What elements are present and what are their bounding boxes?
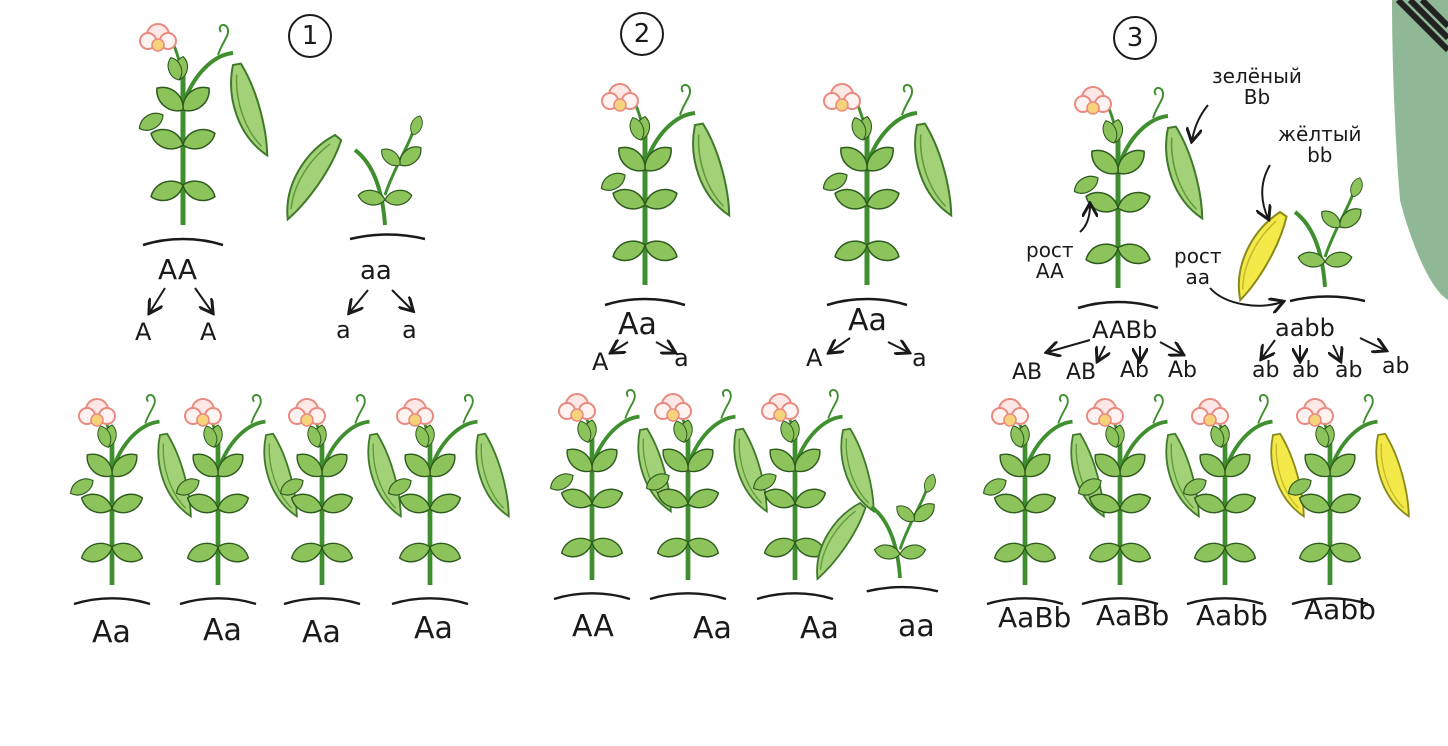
- panel2-number: 2: [620, 12, 664, 56]
- panel2-offspring-genotype-4: aa: [898, 609, 935, 644]
- panel1-offspring-plants: [67, 395, 512, 604]
- panel3-parent-right-gamete-3: ab: [1335, 358, 1363, 383]
- panel1-parent-left-gamete-1: A: [135, 318, 152, 346]
- panel3-parent-aabb-plant: [1219, 176, 1365, 301]
- panel3-parent-left-gamete-1: AB: [1012, 360, 1043, 385]
- panel3-offspring-genotype-1: AaBb: [998, 601, 1072, 634]
- panel2-offspring-genotype-1: AA: [572, 609, 614, 644]
- panel2-parent-left-genotype: Aa: [618, 307, 657, 342]
- panel1-parent-left-genotype: AA: [158, 253, 198, 286]
- panel1-offspring-genotype-4: Aa: [414, 611, 453, 646]
- panel1-offspring-genotype-2: Aa: [203, 613, 242, 648]
- panel1-parent-aa-plant: [267, 114, 425, 239]
- panel2-parent-left-gamete-2: a: [674, 344, 689, 372]
- panel1-offspring-genotype-3: Aa: [302, 615, 341, 650]
- panel2-parent-left-gamete-1: A: [592, 348, 609, 376]
- panel2-parent-plant-right: [820, 84, 955, 305]
- panel3-parent-left-gamete-3: Ab: [1120, 358, 1150, 383]
- panel3-parent-left-gamete-4: Ab: [1168, 358, 1198, 383]
- panel3-parent-right-gamete-2: ab: [1292, 358, 1320, 383]
- panel3-offspring-genotype-3: Aabb: [1196, 599, 1268, 632]
- panel2-parent-right-gamete-1: A: [806, 344, 823, 372]
- panel3-label-growth-short: рост aa: [1174, 244, 1222, 289]
- panel1-parent-right-gamete-2: a: [402, 316, 417, 344]
- panel1-parent-AA-plant: [136, 24, 271, 245]
- panel2-parent-right-gamete-2: a: [912, 344, 927, 372]
- panel2-gamete-arrows: [612, 337, 908, 352]
- panel3-offspring-plants: [980, 395, 1412, 604]
- panel3-parent-left-gamete-2: AB: [1066, 360, 1097, 385]
- panel3-label-growth-tall: рост AA: [1026, 238, 1074, 283]
- panel3-label-green: зелёный Bb: [1212, 64, 1302, 109]
- panel1-parent-right-gamete-1: a: [336, 316, 351, 344]
- panel1-parent-left-gamete-2: A: [200, 318, 217, 346]
- panel1-offspring-genotype-1: Aa: [92, 615, 131, 650]
- panel2-parent-plant-left: [598, 84, 733, 305]
- panel2-offspring-plants: [547, 390, 938, 599]
- panel3-parent-right-gamete-1: ab: [1252, 358, 1280, 383]
- panel1-gamete-arrows: [150, 287, 412, 312]
- corner-decoration: [1392, 0, 1448, 300]
- panel1-number: 1: [288, 14, 332, 58]
- panel3-number: 3: [1113, 16, 1157, 60]
- panel3-parent-right-genotype: aabb: [1275, 314, 1335, 342]
- panel3-gamete-arrows: [1048, 104, 1385, 360]
- panel3-parent-left-genotype: AABb: [1092, 316, 1158, 344]
- panel3-parent-right-gamete-4: ab: [1382, 354, 1410, 379]
- panel2-offspring-genotype-3: Aa: [800, 611, 839, 646]
- panel3-offspring-genotype-4: Aabb: [1304, 593, 1376, 626]
- panel3-offspring-genotype-2: AaBb: [1096, 599, 1170, 632]
- panel2-parent-right-genotype: Aa: [848, 303, 887, 338]
- panel2-offspring-genotype-2: Aa: [693, 611, 732, 646]
- panel3-label-yellow: жёлтый bb: [1278, 122, 1362, 167]
- panel1-parent-right-genotype: aa: [360, 256, 392, 286]
